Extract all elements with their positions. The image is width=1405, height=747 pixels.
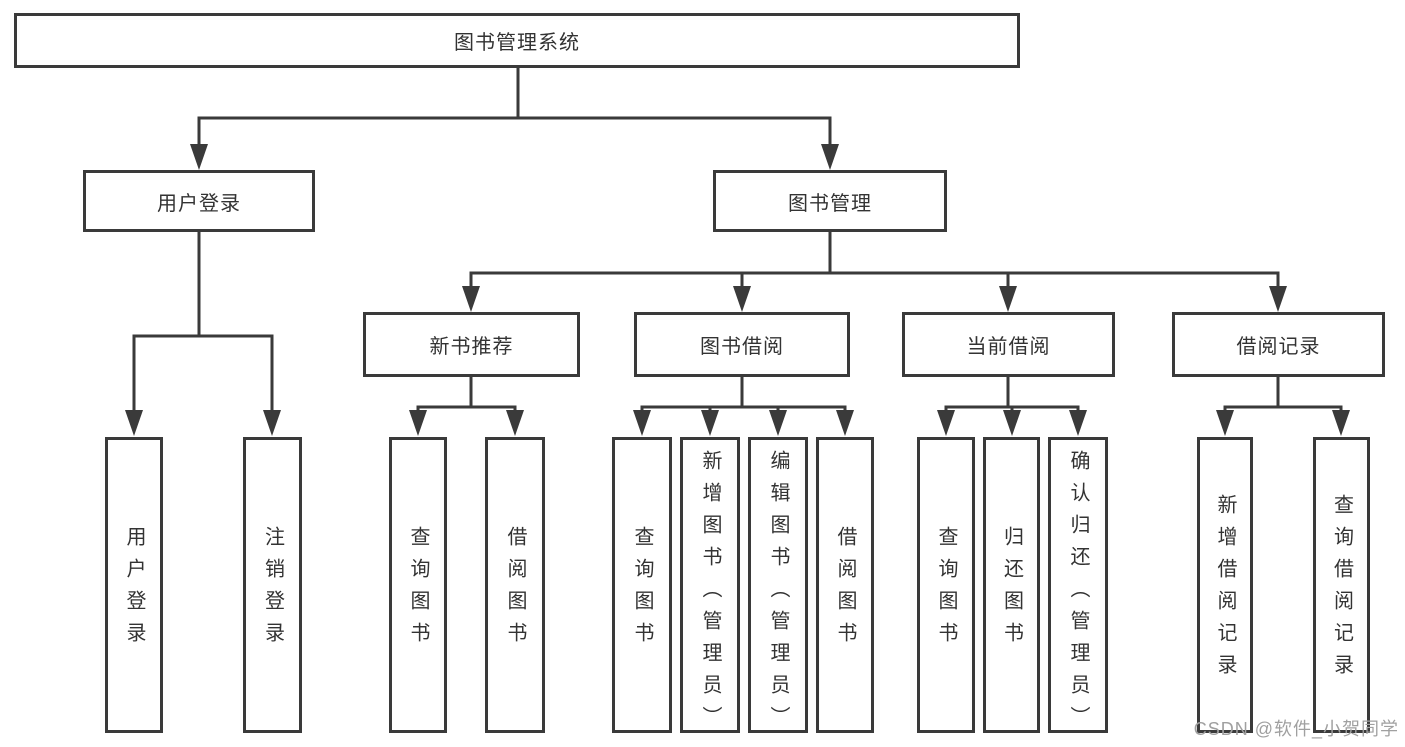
leaf-borrow-book: 借阅图书 [816,437,874,733]
node-current-borrow: 当前借阅 [902,312,1115,377]
leaf-add-borrow-record: 新增借阅记录 [1197,437,1253,733]
leaf-logout-login: 注销登录 [243,437,302,733]
connector-book-management-to-level3 [462,230,1287,312]
leaf-confirm-return-admin: 确认归还（管理员） [1048,437,1108,738]
node-borrow-record: 借阅记录 [1172,312,1385,377]
leaf-edit-book-admin: 编辑图书（管理员） [748,437,808,738]
connector-current-to-leaves [937,375,1087,436]
node-book-borrow: 图书借阅 [634,312,850,377]
leaf-add-book-admin: 新增图书（管理员） [680,437,740,738]
node-book-management: 图书管理 [713,170,947,232]
leaf-recommend-query-book: 查询图书 [389,437,447,733]
node-root: 图书管理系统 [14,13,1020,68]
connector-root-to-level2 [190,66,839,170]
leaf-borrow-query-book: 查询图书 [612,437,672,733]
leaf-recommend-borrow-book: 借阅图书 [485,437,545,733]
leaf-return-book: 归还图书 [983,437,1040,733]
connector-user-login-to-leaves [125,230,281,436]
connector-recommend-to-leaves [409,375,524,436]
connector-record-to-leaves [1216,375,1350,436]
node-new-book-recommend: 新书推荐 [363,312,580,377]
node-user-login: 用户登录 [83,170,315,232]
leaf-user-login: 用户登录 [105,437,163,733]
csdn-watermark: CSDN @软件_小贺同学 [1193,719,1399,739]
leaf-query-borrow-record: 查询借阅记录 [1313,437,1370,733]
connector-borrow-to-leaves [633,375,854,436]
leaf-current-query-book: 查询图书 [917,437,975,733]
